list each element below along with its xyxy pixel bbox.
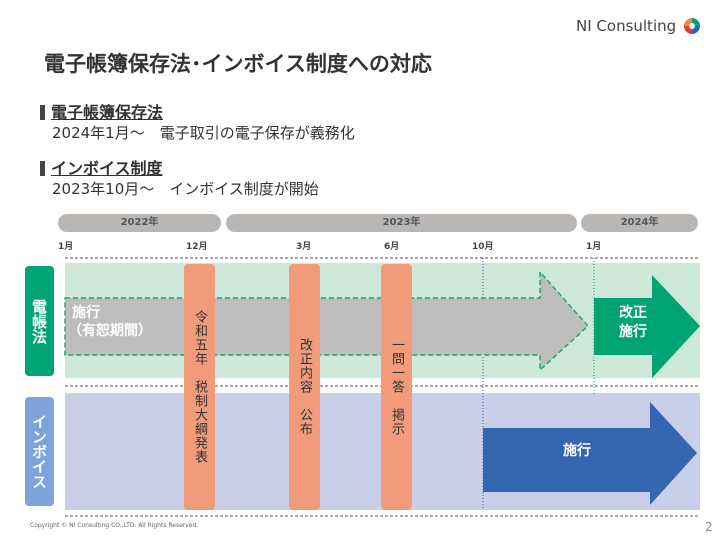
invoice-arrow	[483, 402, 697, 505]
grace-arrow-sublabel: （有恕期間）	[68, 323, 152, 339]
month-label: 1月	[58, 242, 74, 252]
revised-arrow-label1: 改正	[619, 305, 647, 321]
month-label: 10月	[472, 242, 494, 252]
year-2023: 2023年	[226, 214, 577, 232]
row-label-invoice: インボイス	[25, 397, 54, 506]
invoice-arrow-label: 施行	[563, 443, 591, 459]
logo-icon	[684, 18, 701, 34]
event-tax-outline: 令和五年 税制大綱発表	[184, 264, 215, 510]
logo: NI Consulting	[576, 16, 702, 36]
page-title: 電子帳簿保存法･インボイス制度への対応	[44, 52, 432, 76]
event-qa-posted: 一問一答 掲示	[381, 264, 412, 510]
year-2022: 2022年	[58, 214, 221, 232]
year-2024: 2024年	[581, 214, 698, 232]
page-number: 2	[705, 520, 713, 534]
section-text-invoice: 2023年10月～ インボイス制度が開始	[52, 180, 319, 198]
grace-arrow-label: 施行	[72, 305, 100, 321]
month-label: 3月	[296, 242, 312, 252]
row-label-denchou: 電帳法	[25, 266, 54, 376]
month-label: 1月	[586, 242, 602, 252]
copyright: Copyright © NI Consulting CO.,LTD. All R…	[30, 522, 199, 529]
event-revision-published: 改正内容 公布	[289, 264, 320, 510]
section-heading-denchou: 電子帳簿保存法	[40, 99, 163, 123]
section-heading-invoice: インボイス制度	[40, 155, 163, 179]
section-text-denchou: 2024年1月～ 電子取引の電子保存が義務化	[52, 124, 355, 142]
revised-arrow-label2: 施行	[619, 324, 647, 340]
month-label: 6月	[384, 242, 400, 252]
revised-arrow	[594, 275, 700, 378]
logo-text: NI Consulting	[576, 17, 677, 35]
month-label: 12月	[186, 242, 208, 252]
